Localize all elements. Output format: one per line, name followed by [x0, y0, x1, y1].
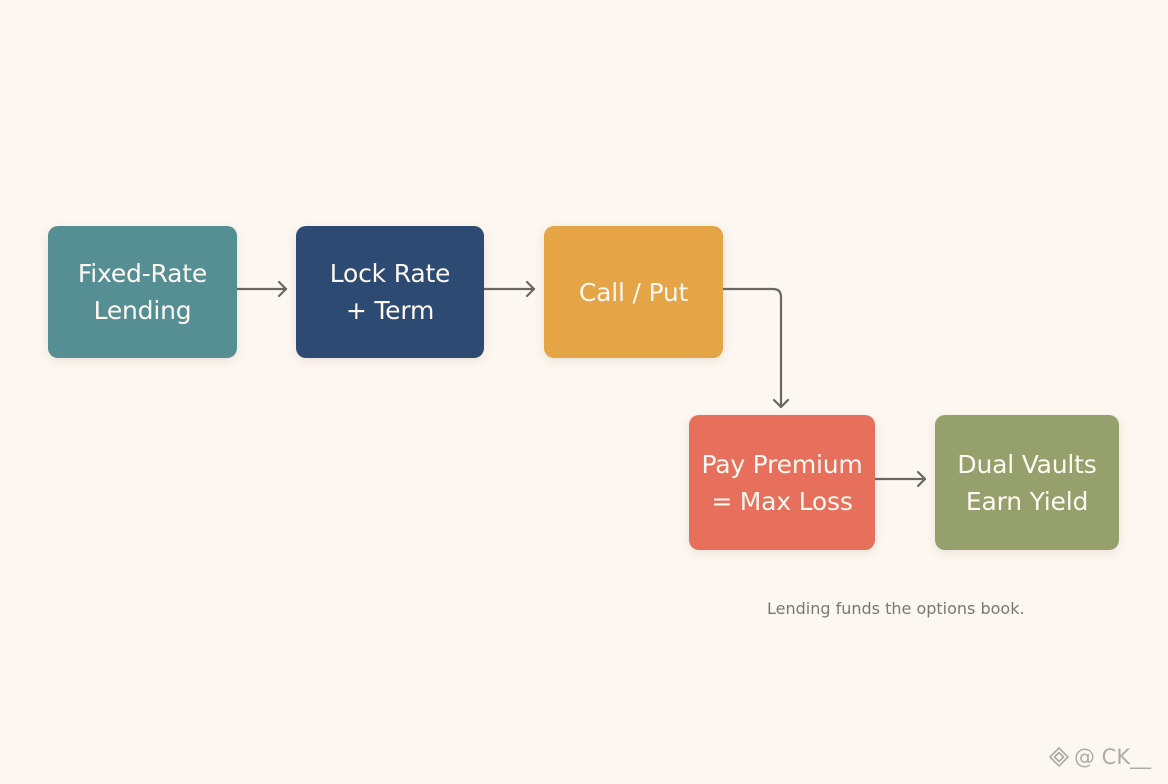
diagram-caption: Lending funds the options book.	[767, 599, 1025, 618]
node-pay-premium: Pay Premium = Max Loss	[689, 415, 875, 550]
node-lock-rate-term-label: Lock Rate + Term	[329, 259, 451, 325]
node-dual-vaults: Dual Vaults Earn Yield	[935, 415, 1119, 550]
watermark: @ CK__	[1048, 745, 1151, 769]
node-call-put: Call / Put	[544, 226, 723, 358]
node-pay-premium-label: Pay Premium = Max Loss	[701, 449, 863, 516]
node-fixed-rate-lending-label: Fixed-Rate Lending	[77, 259, 208, 325]
arrow-n1-to-n2	[235, 280, 288, 298]
node-dual-vaults-label: Dual Vaults Earn Yield	[957, 449, 1097, 516]
node-fixed-rate-lending: Fixed-Rate Lending	[48, 226, 237, 358]
watermark-text: @ CK__	[1074, 745, 1152, 769]
node-lock-rate-term: Lock Rate + Term	[296, 226, 484, 358]
diamond-logo-icon	[1048, 746, 1070, 768]
arrow-n3-to-n4	[721, 287, 790, 409]
arrow-n4-to-n5	[873, 470, 927, 488]
arrow-n2-to-n3	[482, 280, 536, 298]
node-call-put-label: Call / Put	[578, 277, 689, 307]
